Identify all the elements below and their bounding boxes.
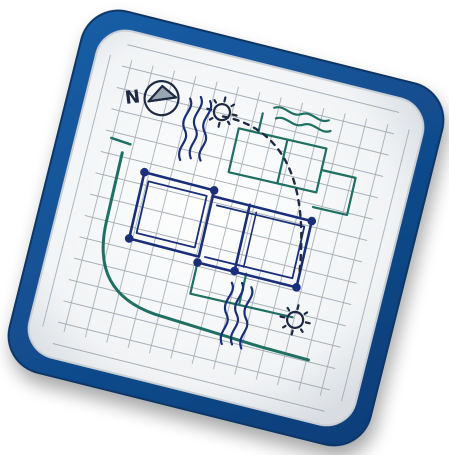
- north-letter: N: [124, 86, 142, 109]
